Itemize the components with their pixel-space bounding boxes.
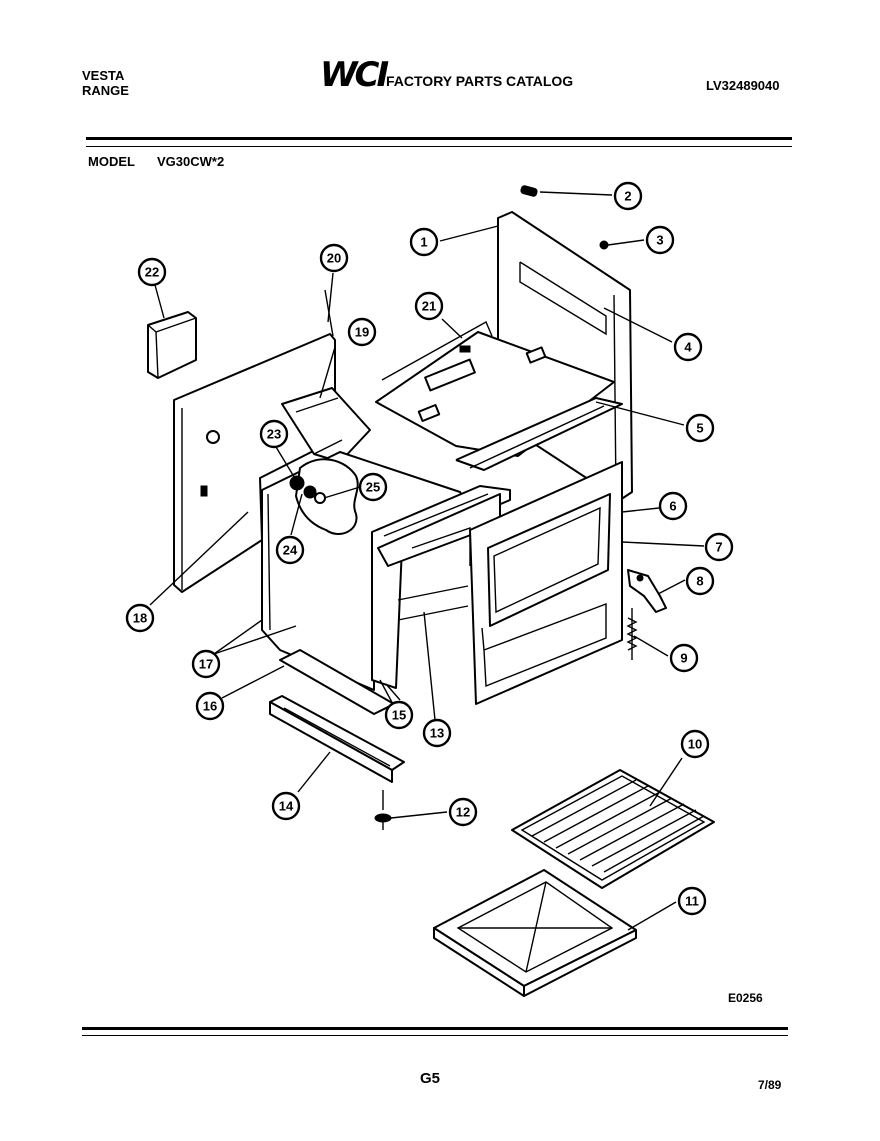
callout-2: 2 [613,181,643,211]
callout-23: 23 [259,419,289,449]
callout-16: 16 [195,691,225,721]
part-14-kick-plate [269,695,405,783]
svg-text:1: 1 [420,235,427,250]
callout-11: 11 [677,886,707,916]
callout-20: 20 [319,243,349,273]
svg-text:25: 25 [366,480,380,495]
part-10-oven-rack [511,769,715,889]
svg-text:8: 8 [696,574,703,589]
svg-text:13: 13 [430,726,444,741]
svg-text:24: 24 [283,543,298,558]
wci-logo: WCI [320,55,389,95]
callout-12: 12 [448,797,478,827]
callout-21: 21 [414,291,444,321]
header-rule [86,137,792,140]
callout-5: 5 [685,413,715,443]
brand-block: VESTA RANGE [82,68,129,98]
callout-7: 7 [704,532,734,562]
svg-text:5: 5 [696,421,703,436]
svg-text:18: 18 [133,611,147,626]
svg-text:12: 12 [456,805,470,820]
svg-text:23: 23 [267,427,281,442]
part-8-hinge [627,569,667,613]
svg-text:21: 21 [422,299,436,314]
callout-25: 25 [358,472,388,502]
callout-22: 22 [137,257,167,287]
svg-text:7: 7 [715,540,722,555]
callout-3: 3 [645,225,675,255]
cavity-racks [397,527,471,621]
callout-6: 6 [658,491,688,521]
svg-text:14: 14 [279,799,294,814]
figure-number: E0256 [728,991,763,1005]
svg-text:3: 3 [656,233,663,248]
svg-text:20: 20 [327,251,341,266]
catalog-number: LV32489040 [706,78,780,93]
callout-10: 10 [680,729,710,759]
part-9-spring [626,608,638,660]
part-2-clip [520,185,538,197]
model-value: VG30CW*2 [157,154,225,169]
page-number: G5 [420,1070,441,1087]
svg-text:11: 11 [685,894,699,909]
svg-text:4: 4 [684,340,692,355]
leader-lines [149,191,705,931]
svg-text:10: 10 [688,737,702,752]
revision-date: 7/89 [758,1078,782,1092]
part-19-bracket [281,387,371,463]
svg-text:6: 6 [669,499,676,514]
catalog-title: FACTORY PARTS CATALOG [386,73,574,89]
svg-text:15: 15 [392,708,406,723]
svg-text:2: 2 [624,189,631,204]
callout-17: 17 [191,649,221,679]
svg-text:16: 16 [203,699,217,714]
brand-line-2: RANGE [82,83,129,98]
part-22-bracket [147,311,197,379]
part-5-front-frame [455,397,623,471]
footer-rule [82,1027,788,1030]
callout-1: 1 [409,227,439,257]
callout-19: 19 [347,317,377,347]
svg-text:9: 9 [680,651,687,666]
brand-line-1: VESTA [82,68,125,83]
part-11-broiler-pan [433,869,637,997]
header-rule-thin [86,146,792,147]
part-3-screw [599,240,609,250]
svg-text:17: 17 [199,657,213,672]
callout-4: 4 [673,332,703,362]
part-18-side-panel [173,333,336,593]
callout-13: 13 [422,718,452,748]
part-12-leveling-leg [374,790,392,830]
part-6-oven-door [469,461,623,705]
callout-9: 9 [669,643,699,673]
footer-rule-thin [82,1035,788,1036]
svg-text:22: 22 [145,265,159,280]
model-label: MODEL [88,154,135,169]
callout-24: 24 [275,535,305,565]
callout-18: 18 [125,603,155,633]
part-15-strip [379,679,395,707]
callout-8: 8 [685,566,715,596]
callout-14: 14 [271,791,301,821]
callout-15: 15 [384,700,414,730]
svg-text:19: 19 [355,325,369,340]
